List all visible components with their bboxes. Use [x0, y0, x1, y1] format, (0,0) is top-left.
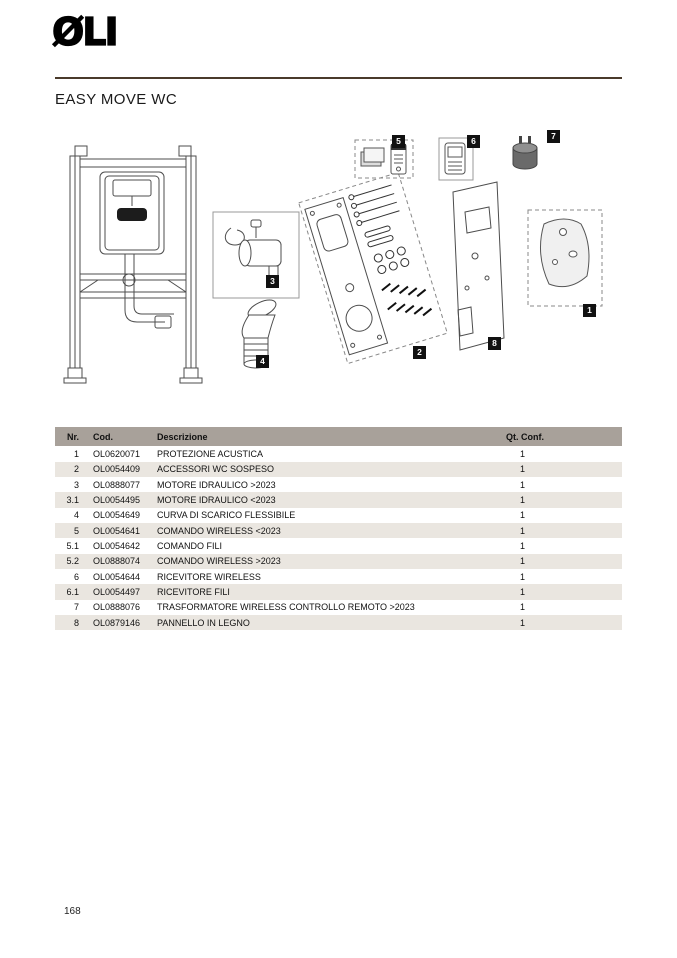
cell-cod: OL0054497: [93, 586, 141, 597]
table-row: 3 OL0888077 MOTORE IDRAULICO >2023 1: [55, 477, 622, 492]
cell-nr: 3: [73, 479, 79, 490]
transformer-part: [512, 136, 538, 170]
panel-kit-part: [298, 171, 448, 365]
cell-qt: 1: [520, 525, 526, 536]
cell-cod: OL0054644: [93, 571, 141, 582]
cell-cod: OL0620071: [93, 448, 141, 459]
cell-desc: MOTORE IDRAULICO >2023: [157, 479, 276, 490]
exploded-diagram: 1 2 3 4 5 6 7 8: [55, 128, 625, 418]
cell-cod: OL0054642: [93, 540, 141, 551]
cell-desc: RICEVITORE FILI: [157, 586, 230, 597]
cell-qt: 1: [520, 571, 526, 582]
table-row: 3.1 OL0054495 MOTORE IDRAULICO <2023 1: [55, 492, 622, 508]
callout-6: 6: [467, 135, 480, 148]
callout-5: 5: [392, 135, 405, 148]
callout-2: 2: [413, 346, 426, 359]
header-rule: [55, 77, 622, 79]
page-number: 168: [64, 906, 81, 917]
cell-desc: MOTORE IDRAULICO <2023: [157, 494, 276, 505]
cell-desc: RICEVITORE WIRELESS: [157, 571, 261, 582]
cell-qt: 1: [520, 556, 526, 567]
cell-desc: CURVA DI SCARICO FLESSIBILE: [157, 510, 296, 521]
callout-8: 8: [488, 337, 501, 350]
acoustic-mat-part: [527, 209, 603, 307]
col-header-cod: Cod.: [89, 427, 153, 447]
receiver-part: [438, 137, 474, 181]
cell-cod: OL0879146: [93, 617, 141, 628]
cell-qt: 1: [520, 540, 526, 551]
cell-nr: 1: [73, 448, 79, 459]
cell-nr: 6: [73, 571, 79, 582]
callout-7: 7: [547, 130, 560, 143]
frame-assembly: [63, 145, 203, 384]
table-row: 4 OL0054649 CURVA DI SCARICO FLESSIBILE …: [55, 508, 622, 523]
table-row: 1 OL0620071 PROTEZIONE ACUSTICA 1: [55, 446, 622, 461]
cell-nr: 7: [73, 602, 79, 613]
cell-qt: 1: [520, 617, 526, 628]
cell-nr: 5: [73, 525, 79, 536]
callout-1: 1: [583, 304, 596, 317]
page-title: EASY MOVE WC: [55, 91, 178, 108]
col-header-desc: Descrizione: [153, 427, 502, 447]
cell-desc: COMANDO FILI: [157, 540, 223, 551]
cell-cod: OL0888077: [93, 479, 141, 490]
cell-qt: 1: [520, 586, 526, 597]
callout-3: 3: [266, 275, 279, 288]
cell-cod: OL0888076: [93, 602, 141, 613]
cell-desc: COMANDO WIRELESS <2023: [157, 525, 281, 536]
cell-qt: 1: [520, 479, 526, 490]
cell-desc: COMANDO WIRELESS >2023: [157, 556, 281, 567]
oli-logo: ØLI: [51, 9, 119, 54]
table-row: 8 OL0879146 PANNELLO IN LEGNO 1: [55, 615, 622, 631]
table-header-row: Nr. Cod. Descrizione Qt. Conf.: [55, 427, 622, 447]
cell-desc: TRASFORMATORE WIRELESS CONTROLLO REMOTO …: [157, 602, 415, 613]
cell-nr: 5.1: [66, 540, 79, 551]
table-row: 5 OL0054641 COMANDO WIRELESS <2023 1: [55, 523, 622, 539]
table-row: 5.2 OL0888074 COMANDO WIRELESS >2023 1: [55, 553, 622, 570]
cell-qt: 1: [520, 464, 526, 475]
cell-qt: 1: [520, 510, 526, 521]
table-row: 6 OL0054644 RICEVITORE WIRELESS 1: [55, 569, 622, 584]
cell-nr: 8: [73, 617, 79, 628]
parts-table: Nr. Cod. Descrizione Qt. Conf. 1 OL06200…: [55, 427, 622, 631]
callout-4: 4: [256, 355, 269, 368]
cell-cod: OL0054409: [93, 464, 141, 475]
cell-desc: PROTEZIONE ACUSTICA: [157, 448, 264, 459]
cell-cod: OL0054641: [93, 525, 141, 536]
cell-qt: 1: [520, 494, 526, 505]
col-header-qt: Qt. Conf.: [502, 427, 622, 447]
remote-kit-part: [354, 139, 414, 179]
cell-cod: OL0054649: [93, 510, 141, 521]
cell-nr: 4: [73, 510, 79, 521]
cell-nr: 5.2: [66, 556, 79, 567]
cell-cod: OL0054495: [93, 494, 141, 505]
wood-panel-part: [452, 181, 505, 351]
table-row: 5.1 OL0054642 COMANDO FILI 1: [55, 538, 622, 553]
motor-part: [212, 211, 300, 299]
cell-nr: 3.1: [66, 494, 79, 505]
cell-qt: 1: [520, 602, 526, 613]
col-header-nr: Nr.: [55, 427, 89, 447]
cell-qt: 1: [520, 448, 526, 459]
cell-nr: 6.1: [66, 586, 79, 597]
cell-desc: ACCESSORI WC SOSPESO: [157, 464, 275, 475]
table-row: 7 OL0888076 TRASFORMATORE WIRELESS CONTR…: [55, 600, 622, 615]
table-row: 6.1 OL0054497 RICEVITORE FILI 1: [55, 584, 622, 600]
cell-cod: OL0888074: [93, 556, 141, 567]
exploded-diagram-drawing: [63, 136, 603, 384]
table-row: 2 OL0054409 ACCESSORI WC SOSPESO 1: [55, 461, 622, 478]
cell-nr: 2: [73, 464, 79, 475]
cell-desc: PANNELLO IN LEGNO: [157, 617, 250, 628]
